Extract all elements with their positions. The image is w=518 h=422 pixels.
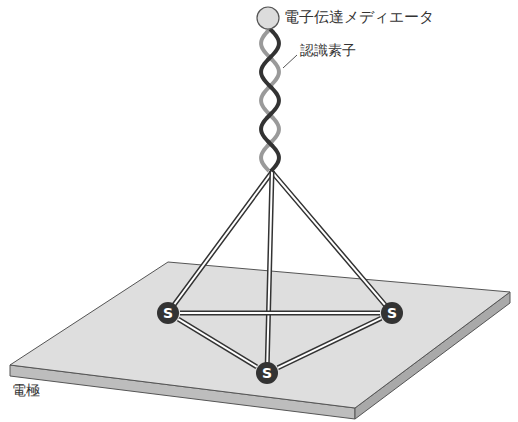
atom-symbol: S: [256, 362, 278, 384]
electrode-plate: [10, 262, 510, 419]
tube-core: [180, 312, 380, 314]
tube-core: [178, 319, 256, 367]
thiol-anchor: S: [381, 302, 403, 324]
part-label: 電子伝達メディエータ: [284, 8, 434, 26]
helix-strand: [261, 29, 279, 171]
tetra-tube: [278, 318, 381, 368]
tube-outline: [178, 319, 256, 367]
anchor-disc: [157, 302, 179, 324]
tube-outline: [267, 172, 272, 373]
recognition-helix: [261, 29, 279, 171]
tube-outline: [272, 172, 392, 313]
tube-core: [168, 172, 272, 313]
atom-symbol: S: [157, 302, 179, 324]
tube-outline: [168, 172, 272, 313]
atom-symbol: S: [381, 302, 403, 324]
tube-core: [272, 172, 392, 313]
plate-top: [10, 262, 510, 408]
leader-line: [283, 55, 297, 68]
tube-outline: [180, 311, 380, 316]
tube-outline: [278, 318, 381, 368]
tetrahedron-edges: [168, 172, 392, 373]
tube-core: [267, 172, 272, 373]
part-label: 電極: [12, 382, 40, 399]
tube-core: [278, 318, 381, 368]
mediator-circle: [257, 7, 279, 29]
anchor-disc: [381, 302, 403, 324]
helix-strand: [261, 29, 279, 171]
tetra-tube: [180, 313, 380, 314]
thiol-anchor: S: [157, 302, 179, 324]
anchor-disc: [256, 362, 278, 384]
tetra-tube: [178, 319, 256, 367]
part-label: 認識素子: [300, 42, 356, 59]
thiol-anchor: S: [256, 362, 278, 384]
